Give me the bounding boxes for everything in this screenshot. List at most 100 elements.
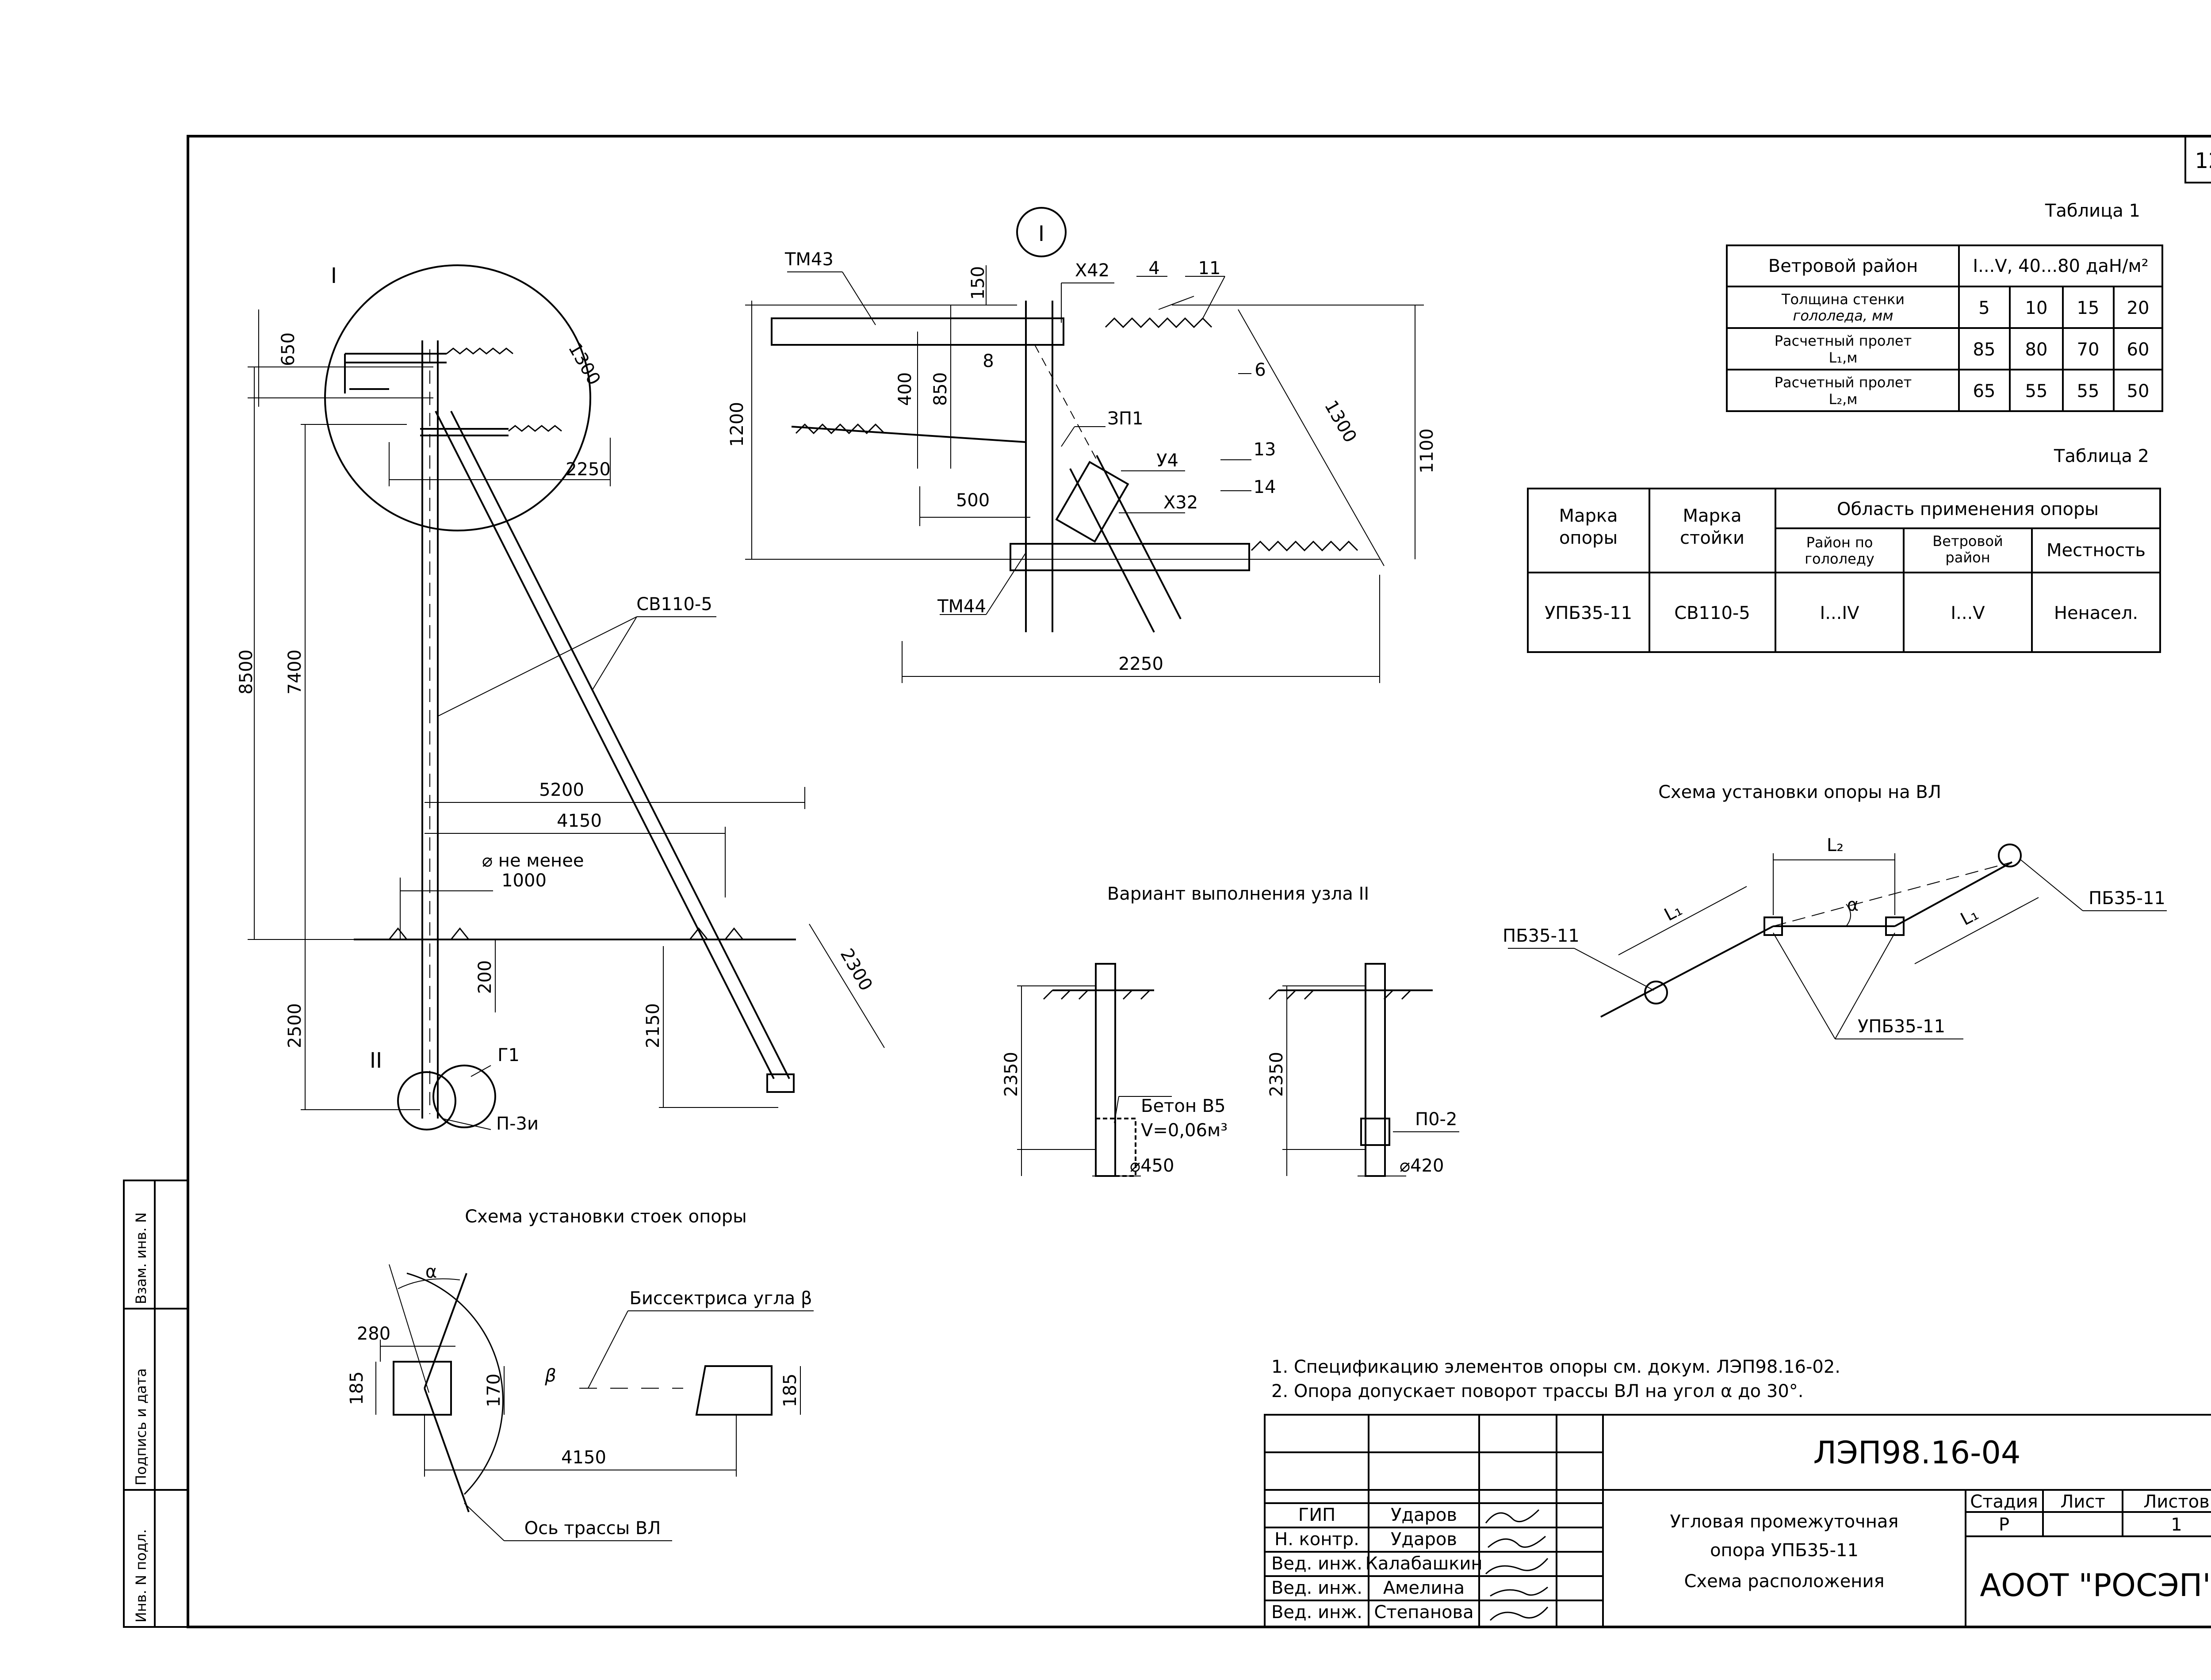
variant-dia420: ⌀420 (1400, 1156, 1444, 1176)
title-org: АООТ "РОСЭП" (1980, 1567, 2211, 1604)
dim-2250-left: 2250 (566, 459, 611, 480)
person-1-name: Ударов (1391, 1505, 1457, 1525)
person-2-name: Ударов (1391, 1529, 1457, 1550)
dim-850: 850 (930, 372, 951, 406)
stand-scheme-title: Схема установки стоек опоры (465, 1207, 746, 1227)
table-1-header-value: I...V, 40...80 даН/м² (1973, 256, 2148, 276)
person-4-role: Вед. инж. (1271, 1578, 1362, 1598)
table-2-cell-mark: УПБ35-11 (1545, 603, 1632, 623)
table-1-row3-label2: L₂,м (1829, 391, 1858, 408)
line-scheme-pb-left: ПБ35-11 (1503, 926, 1580, 946)
table-1-row1-v4: 20 (2127, 298, 2150, 318)
title-sheet-label: Лист (2060, 1492, 2105, 1512)
title-line-3: Схема расположения (1684, 1571, 1884, 1592)
label-g1: Г1 (497, 1045, 520, 1065)
variant-title: Вариант выполнения узла II (1107, 884, 1369, 904)
table-1-row3-v2: 55 (2025, 381, 2048, 401)
table-1-row2-v1: 85 (1973, 340, 1996, 360)
label-p3i: П-3и (496, 1114, 539, 1134)
table-1-row3-v4: 50 (2127, 381, 2150, 401)
dim-5200: 5200 (539, 780, 584, 800)
dim-200: 200 (475, 960, 495, 994)
stand-scheme-d185a: 185 (347, 1371, 367, 1405)
label-14: 14 (1254, 477, 1276, 497)
table-2-col-mark1: Марка (1559, 506, 1618, 526)
dim-1100: 1100 (1417, 428, 1437, 473)
title-stage-label: Стадия (1970, 1492, 2038, 1512)
dim-8500: 8500 (236, 649, 256, 695)
label-sv110-left: СВ110-5 (636, 594, 712, 615)
label-zp1: ЗП1 (1107, 409, 1143, 429)
sheet-number: 12 (2195, 149, 2211, 173)
label-11: 11 (1198, 258, 1221, 279)
person-2-role: Н. контр. (1274, 1529, 1359, 1550)
table-2-col-stand2: стойки (1680, 528, 1744, 548)
person-4-name: Амелина (1383, 1578, 1465, 1598)
label-tm43: ТМ43 (784, 249, 834, 270)
person-3-name: Калабашкин (1365, 1554, 1482, 1574)
stand-scheme-diagram (375, 1264, 814, 1541)
stand-scheme-d170: 170 (484, 1374, 504, 1407)
table-1-caption: Таблица 1 (2045, 201, 2140, 221)
person-1-role: ГИП (1298, 1505, 1335, 1525)
label-13: 13 (1254, 439, 1276, 460)
dim-2250-detail: 2250 (1118, 654, 1163, 674)
detail-I (745, 207, 1424, 683)
table-1-row1-v1: 5 (1978, 298, 1989, 318)
dim-7400: 7400 (285, 649, 305, 695)
stand-scheme-alpha: α (425, 1262, 437, 1282)
stand-scheme-axis: Ось трассы ВЛ (524, 1518, 661, 1539)
note-1: 1. Спецификацию элементов опоры см. доку… (1271, 1357, 1840, 1377)
table-2-sub-ice1: Район по (1806, 534, 1873, 551)
table-2-caption: Таблица 2 (2054, 446, 2149, 466)
person-5-name: Степанова (1374, 1602, 1473, 1623)
dim-500: 500 (956, 490, 990, 511)
dim-2300: 2300 (836, 945, 876, 994)
table-1-row1-label2: гололеда, мм (1793, 307, 1894, 324)
dim-1000: 1000 (501, 871, 547, 891)
title-line-2: опора УПБ35-11 (1710, 1540, 1859, 1561)
dim-1200: 1200 (727, 402, 747, 447)
table-2-sub-terrain: Местность (2047, 540, 2146, 561)
line-scheme-l1b: L₁ (1957, 904, 1981, 930)
table-2-cell-wind: I...V (1951, 603, 1985, 623)
sheet-frame (187, 135, 2211, 1628)
table-2-sub-wind2: район (1945, 549, 1990, 566)
dim-2500: 2500 (285, 1003, 305, 1048)
table-2-sub-ice2: гололеду (1805, 550, 1874, 567)
table-2-cell-ice: I...IV (1820, 603, 1859, 623)
label-4: 4 (1148, 258, 1159, 279)
line-scheme-pb-right: ПБ35-11 (2089, 888, 2165, 909)
label-x32: Х32 (1163, 493, 1198, 513)
variant-concrete: Бетон В5 (1141, 1096, 1226, 1116)
stand-scheme-beta: β (544, 1366, 556, 1386)
table-2-col-area: Область применения опоры (1837, 499, 2099, 519)
dim-2150: 2150 (643, 1003, 663, 1048)
side-stamp-inv: Инв. N подл. (133, 1529, 149, 1623)
table-2-col-stand1: Марка (1683, 506, 1741, 526)
label-6: 6 (1255, 360, 1266, 380)
table-1-row3-v3: 55 (2077, 381, 2100, 401)
variant-volume: V=0,06м³ (1141, 1120, 1228, 1141)
variant-footings (1017, 963, 1459, 1177)
table-1-row2-v2: 80 (2025, 340, 2048, 360)
dim-400: 400 (895, 372, 915, 406)
side-stamp-sign: Подпись и дата (133, 1368, 149, 1485)
label-x42: Х42 (1075, 260, 1109, 281)
stand-scheme-d280: 280 (357, 1324, 390, 1344)
line-scheme-alpha: α (1847, 895, 1859, 915)
title-stage: Р (1999, 1515, 2009, 1535)
table-2-cell-stand: СВ110-5 (1674, 603, 1750, 623)
label-8: 8 (983, 351, 994, 371)
line-scheme-diagram (1508, 844, 2167, 1039)
dim-1300-detail: 1300 (1320, 397, 1361, 446)
table-2-sub-wind1: Ветровой (1932, 533, 2003, 550)
dim-150: 150 (968, 266, 988, 300)
table-2-cell-terrain: Ненасел. (2054, 603, 2138, 623)
variant-p02: П0-2 (1415, 1109, 1457, 1130)
table-1-row1-v2: 10 (2025, 298, 2048, 318)
variant-dia450: ⌀450 (1130, 1156, 1174, 1176)
dim-4150-left: 4150 (557, 811, 602, 831)
table-1-row1-v3: 15 (2077, 298, 2100, 318)
variant-dim-2350b: 2350 (1266, 1052, 1287, 1097)
